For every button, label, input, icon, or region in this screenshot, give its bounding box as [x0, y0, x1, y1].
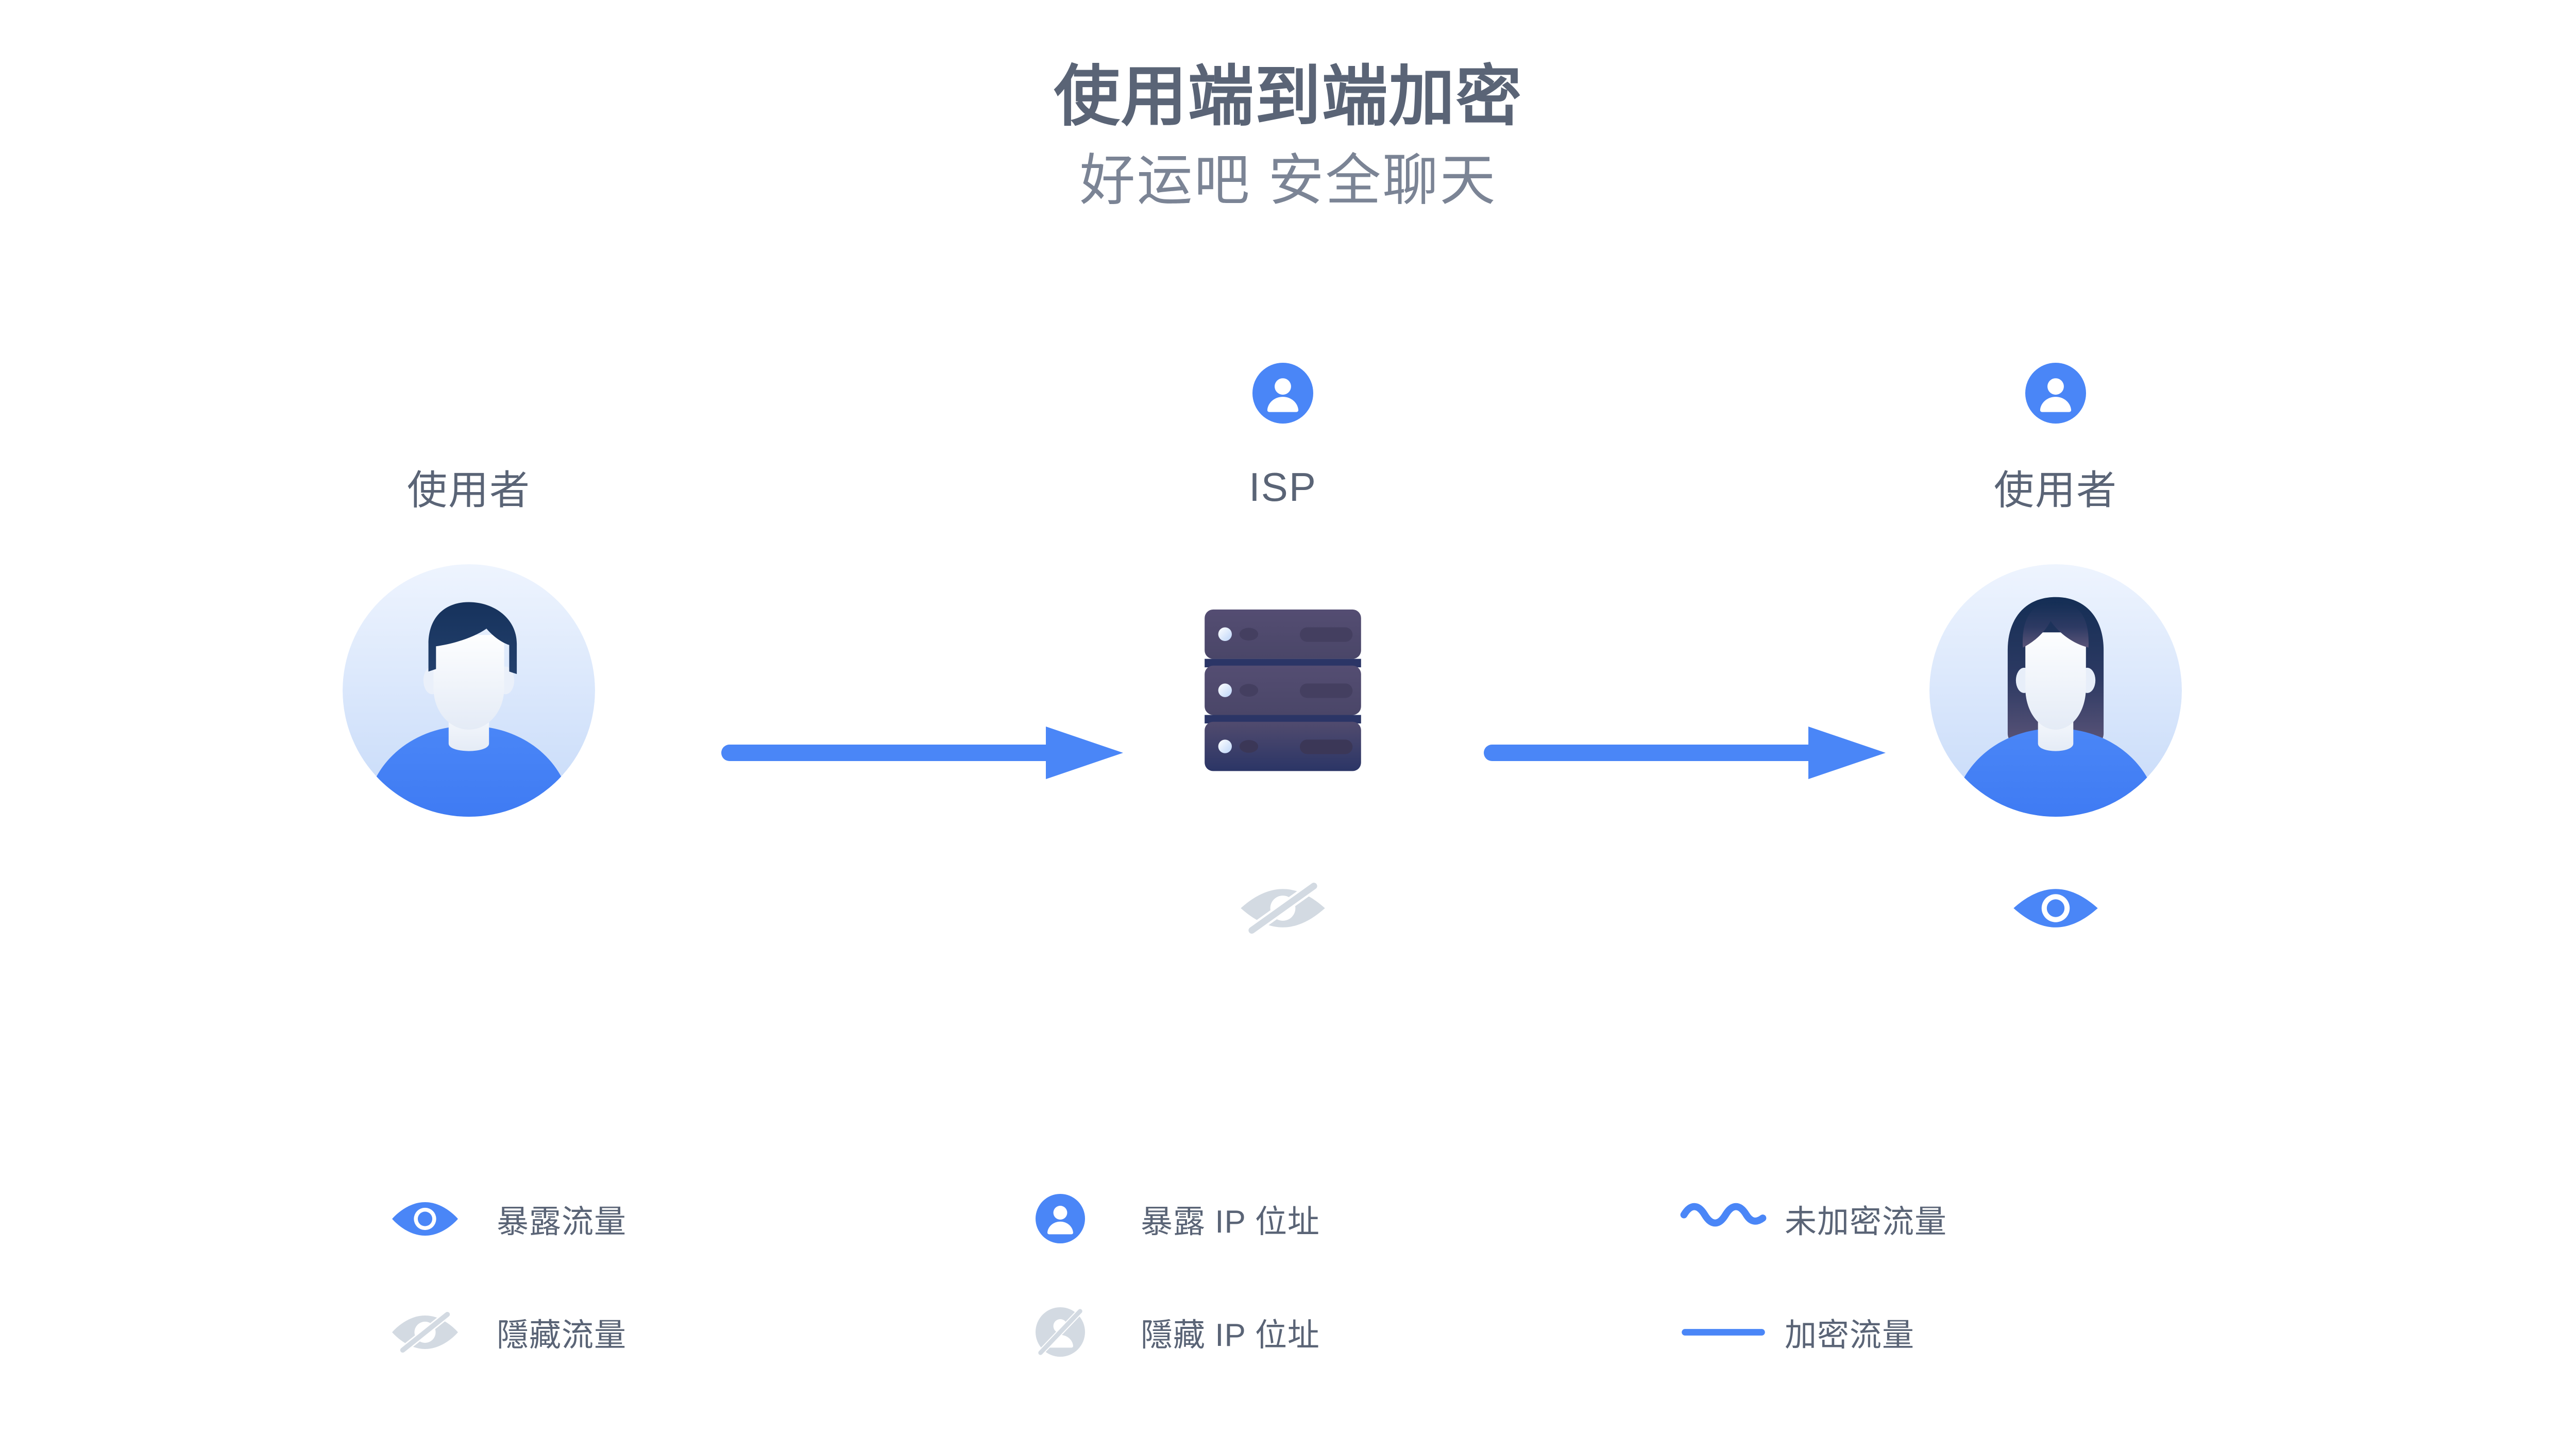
legend-item-exposed-ip: 暴露 IP 位址 [1036, 1162, 1680, 1275]
isp-figure-slot [1051, 526, 1515, 855]
male-avatar [343, 564, 595, 817]
page-subtitle: 好运吧 安全聊天 [1079, 149, 1497, 212]
straight-line-icon [1680, 1299, 1767, 1365]
receiver-figure-slot [1824, 526, 2287, 855]
receiver-top-icon-slot [1824, 340, 2287, 448]
legend-item-unencrypted-traffic: 未加密流量 [1680, 1162, 2246, 1275]
person-icon [1036, 1185, 1123, 1252]
sender-top-icon-slot [237, 340, 701, 448]
female-avatar [1929, 564, 2182, 817]
sender-figure-slot [237, 526, 701, 855]
eye-icon [2011, 879, 2100, 940]
legend-label: 隱藏流量 [497, 1318, 627, 1353]
arrow-isp-to-receiver [1484, 721, 1896, 786]
receiver-status-slot [1824, 855, 2287, 964]
isp-label: ISP [1249, 464, 1317, 510]
node-receiver: 使用者 [1824, 340, 2287, 964]
legend-label: 暴露 IP 位址 [1141, 1204, 1320, 1240]
legend-item-encrypted-traffic: 加密流量 [1680, 1275, 2246, 1389]
eye-icon [392, 1185, 479, 1252]
sender-label-slot: 使用者 [237, 448, 701, 526]
legend-label: 未加密流量 [1785, 1204, 1947, 1240]
legend: 暴露流量 暴露 IP 位址 未加密流量 [392, 1162, 2246, 1389]
legend-label: 加密流量 [1785, 1318, 1915, 1353]
isp-label-slot: ISP [1051, 448, 1515, 526]
wave-line-icon [1680, 1185, 1767, 1252]
legend-item-hidden-ip: 隱藏 IP 位址 [1036, 1275, 1680, 1389]
person-off-icon [1036, 1299, 1123, 1365]
receiver-label-slot: 使用者 [1824, 448, 2287, 526]
sender-status-slot [237, 855, 701, 964]
server-rack [1198, 604, 1368, 777]
sender-label: 使用者 [406, 467, 531, 513]
node-sender: 使用者 [237, 340, 701, 964]
person-icon [1252, 362, 1313, 426]
arrow-sender-to-isp [721, 721, 1133, 786]
isp-status-slot [1051, 855, 1515, 964]
node-isp: ISP [1051, 340, 1515, 964]
heading-block: 使用端到端加密 好运吧 安全聊天 [0, 57, 2576, 217]
isp-top-icon-slot [1051, 340, 1515, 448]
legend-item-hidden-traffic: 隱藏流量 [392, 1275, 1036, 1389]
eye-off-icon [392, 1299, 479, 1365]
receiver-label: 使用者 [1993, 467, 2117, 513]
legend-label: 隱藏 IP 位址 [1141, 1318, 1320, 1353]
page-title: 使用端到端加密 [1054, 60, 1523, 133]
eye-off-icon [1239, 879, 1327, 940]
legend-label: 暴露流量 [497, 1204, 627, 1240]
person-icon [2025, 362, 2086, 426]
legend-item-exposed-traffic: 暴露流量 [392, 1162, 1036, 1275]
